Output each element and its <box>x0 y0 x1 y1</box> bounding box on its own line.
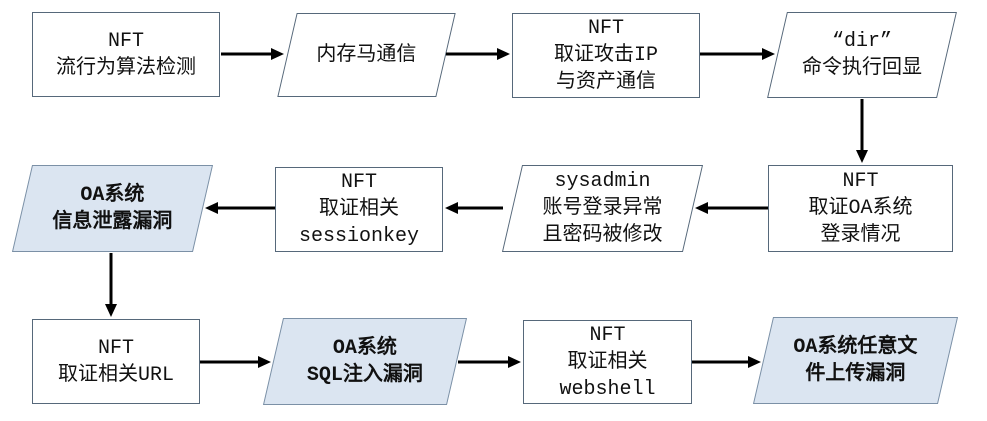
flow-node-oa-arbitrary-file-upload-vulnerability: OA系统任意文 件上传漏洞 <box>752 317 959 404</box>
flow-node-nft-forensic-webshell: NFT 取证相关 webshell <box>523 320 692 404</box>
node-text-line: webshell <box>559 377 656 401</box>
flow-node-sysadmin-abnormal-login: sysadmin 账号登录异常 且密码被修改 <box>501 165 704 252</box>
node-text-line: 且密码被修改 <box>542 224 663 247</box>
node-label: NFT 取证攻击IP 与资产通信 <box>554 15 658 96</box>
node-label: NFT 流行为算法检测 <box>56 28 196 82</box>
node-text-line: “dir” <box>831 30 892 53</box>
node-text-line: OA系统 <box>332 336 397 360</box>
node-label: sysadmin 账号登录异常 且密码被修改 <box>513 168 692 249</box>
node-text-line: 信息泄露漏洞 <box>52 210 173 234</box>
node-label: NFT 取证相关 sessionkey <box>299 169 419 250</box>
node-text-line: 取证相关 <box>319 198 399 221</box>
node-text-line: 件上传漏洞 <box>805 362 906 386</box>
node-label: NFT 取证OA系统 登录情况 <box>808 168 912 249</box>
flow-node-nft-forensic-attack-ip: NFT 取证攻击IP 与资产通信 <box>512 13 700 98</box>
node-text-line: SQL注入漏洞 <box>306 363 423 387</box>
node-text-line: NFT <box>589 323 626 347</box>
node-label: OA系统 SQL注入漏洞 <box>274 335 456 389</box>
node-text-line: 取证相关URL <box>57 363 174 387</box>
node-text-line: OA系统任意文 <box>793 335 918 359</box>
node-label: “dir” 命令执行回显 <box>778 28 946 82</box>
flow-node-dir-command-execution-echo: “dir” 命令执行回显 <box>767 12 957 98</box>
flow-node-oa-sql-injection-vulnerability: OA系统 SQL注入漏洞 <box>262 318 468 405</box>
node-text-line: 账号登录异常 <box>542 197 663 220</box>
node-text-line: sessionkey <box>298 225 420 248</box>
node-label: NFT 取证相关 webshell <box>559 322 655 403</box>
node-text-line: NFT <box>340 171 377 194</box>
flow-node-oa-information-leak-vulnerability: OA系统 信息泄露漏洞 <box>11 165 214 252</box>
node-text-line: 命令执行回显 <box>802 57 922 80</box>
node-text-line: NFT <box>842 170 879 193</box>
node-label: 内存马通信 <box>288 42 445 69</box>
node-text-line: NFT <box>97 336 134 360</box>
node-text-line: sysadmin <box>554 170 651 193</box>
flow-node-nft-traffic-behavior-detection: NFT 流行为算法检测 <box>32 12 220 97</box>
node-text-line: 取证OA系统 <box>808 197 913 220</box>
node-text-line: OA系统 <box>80 183 145 207</box>
node-label: NFT 取证相关URL <box>58 335 174 389</box>
node-text-line: 取证攻击IP <box>553 44 658 67</box>
flow-node-nft-forensic-sessionkey: NFT 取证相关 sessionkey <box>275 167 443 252</box>
flow-node-nft-forensic-oa-login: NFT 取证OA系统 登录情况 <box>768 165 953 252</box>
node-text-line: 内存马通信 <box>316 43 417 67</box>
flow-node-memory-trojan-communication: 内存马通信 <box>277 13 456 97</box>
node-text-line: 与资产通信 <box>555 71 656 94</box>
node-label: OA系统任意文 件上传漏洞 <box>764 334 947 388</box>
node-text-line: 取证相关 <box>567 350 648 374</box>
node-text-line: NFT <box>587 17 624 40</box>
flow-node-nft-forensic-url: NFT 取证相关URL <box>32 319 200 404</box>
node-label: OA系统 信息泄露漏洞 <box>23 182 202 236</box>
node-text-line: NFT <box>107 29 144 53</box>
node-text-line: 登录情况 <box>820 224 901 247</box>
node-text-line: 流行为算法检测 <box>56 56 196 80</box>
